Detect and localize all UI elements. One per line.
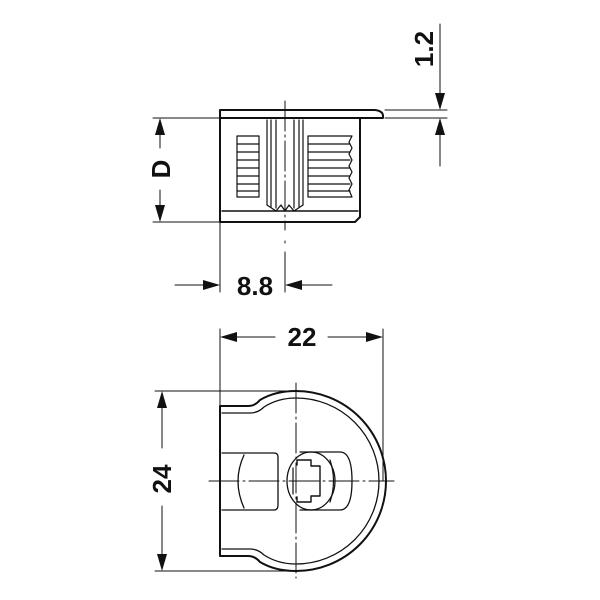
bottom-view-outline [208, 382, 395, 579]
label-d: D [146, 159, 176, 179]
top-view-outline [219, 100, 384, 244]
label-24: 24 [147, 464, 177, 494]
label-8-8: 8.8 [236, 271, 274, 301]
label-22: 22 [287, 322, 317, 352]
label-1-2: 1.2 [409, 30, 439, 68]
